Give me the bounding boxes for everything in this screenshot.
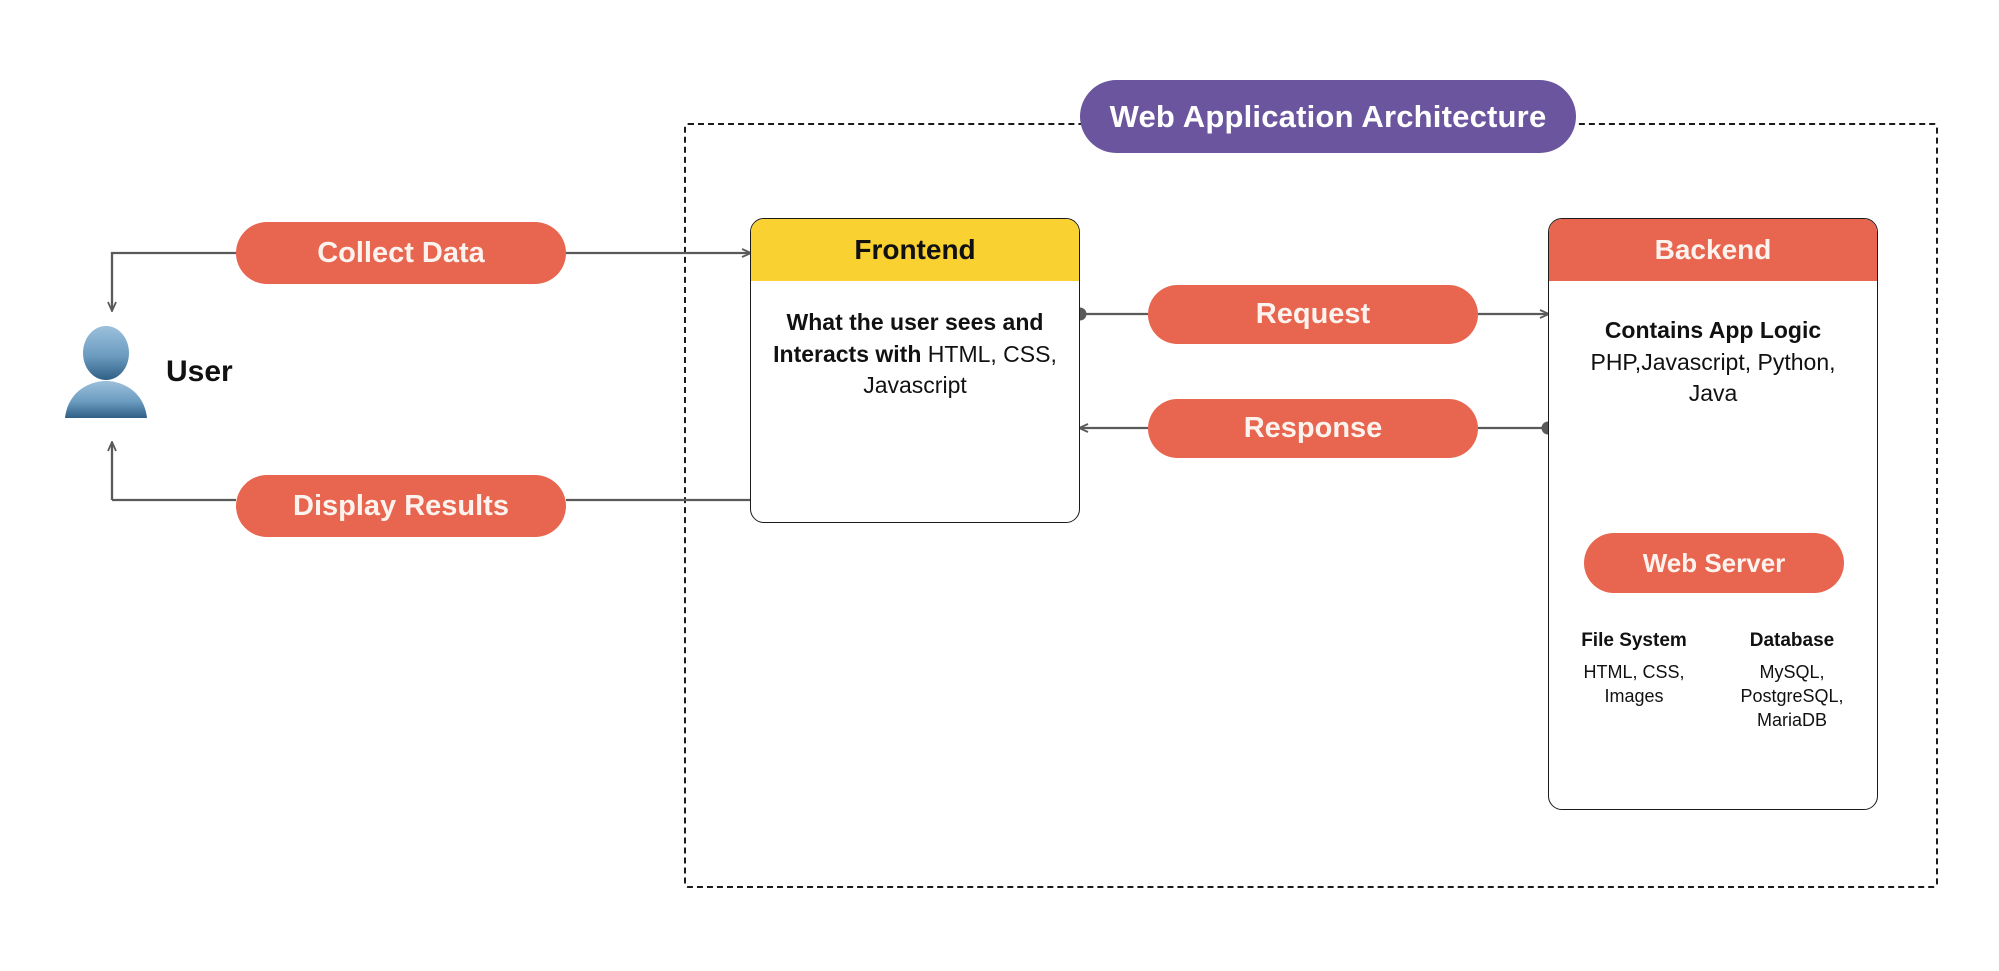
frontend-body: What the user sees and Interacts with HT… [751,281,1079,414]
frontend-description-light: HTML, CSS, Javascript [863,340,1057,399]
web-server-pill[interactable]: Web Server [1584,533,1844,593]
frontend-header: Frontend [751,219,1079,281]
backend-header: Backend [1549,219,1877,281]
database-text: MySQL, PostgreSQL, MariaDB [1740,662,1844,730]
backend-description-bold: Contains App Logic [1604,317,1822,343]
user-label: User [166,355,233,388]
backend-body: Contains App Logic PHP,Javascript, Pytho… [1549,281,1877,410]
flow-response[interactable]: Response [1148,399,1478,458]
file-system-text: HTML, CSS, Images [1583,662,1685,706]
file-system-title: File System [1581,630,1687,651]
flow-request[interactable]: Request [1148,285,1478,344]
database-title: Database [1749,630,1835,651]
user-avatar-icon [65,326,147,418]
backend-card[interactable]: Backend Contains App Logic PHP,Javascrip… [1548,218,1878,810]
flow-display-results[interactable]: Display Results [236,475,566,537]
backend-column-file-system: File System HTML, CSS, Images [1560,630,1708,732]
frontend-description-bold: What the user sees and Interacts with [773,309,1044,367]
backend-description-light: PHP,Javascript, Python, Java [1590,348,1836,407]
diagram-title-pill: Web Application Architecture [1080,80,1576,153]
backend-resource-columns: File System HTML, CSS, Images Database M… [1560,630,1866,732]
frontend-card[interactable]: Frontend What the user sees and Interact… [750,218,1080,523]
backend-column-database: Database MySQL, PostgreSQL, MariaDB [1718,630,1866,732]
flow-collect-data[interactable]: Collect Data [236,222,566,284]
